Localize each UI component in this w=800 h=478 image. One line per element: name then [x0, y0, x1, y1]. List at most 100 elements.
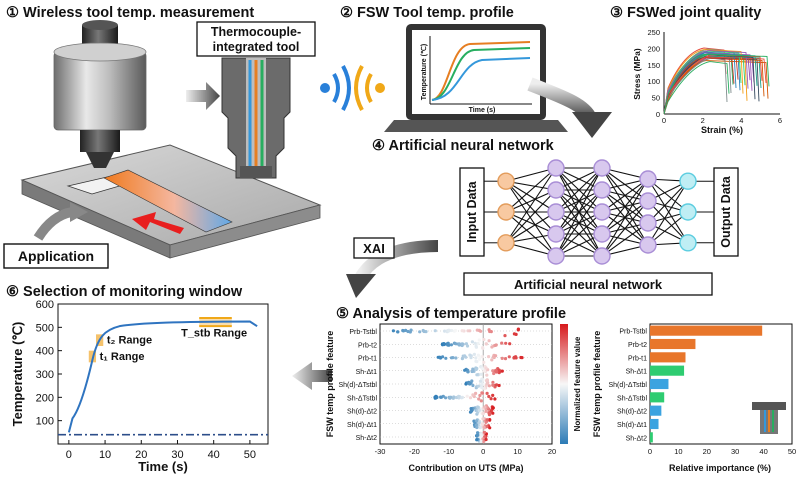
shap-dot: [460, 329, 464, 333]
shap-dot: [482, 439, 486, 443]
shap-feature-label: Prb-t1: [358, 356, 377, 363]
shap-dot: [418, 330, 422, 334]
temp-xtick: 0: [66, 449, 72, 461]
shap-dot: [482, 360, 486, 364]
section-title-ann: ④ Artificial neural network: [372, 138, 555, 154]
shap-dot: [474, 423, 478, 427]
tstb-range-label: T_stb Range: [181, 328, 247, 340]
shap-dot: [494, 369, 498, 373]
shap-dot: [484, 437, 488, 442]
shap-dot: [391, 329, 395, 333]
ann-edge: [555, 167, 603, 235]
importance-bar: [650, 405, 662, 416]
shap-chart-xlabel: Contribution on UTS (MPa): [409, 463, 524, 473]
importance-feature-label: Sh-ΔTstbl: [617, 395, 647, 402]
shap-dot: [491, 369, 495, 373]
xai-arrow: XAI: [346, 237, 439, 298]
ann-edge: [601, 200, 649, 257]
shap-dot: [504, 341, 508, 345]
shap-dot: [468, 382, 472, 386]
shap-dot: [491, 406, 495, 410]
shap-dot: [508, 342, 512, 346]
temp-ytick: 100: [36, 416, 54, 428]
shap-dot: [457, 342, 461, 346]
shap-dot: [474, 356, 478, 360]
shap-dot: [479, 372, 483, 376]
shap-dot: [480, 386, 484, 390]
importance-xtick: 50: [788, 447, 796, 456]
section-title-monitoring: ⑥ Selection of monitoring window: [6, 284, 243, 300]
shap-dot: [444, 396, 448, 400]
ann-node: [593, 225, 611, 243]
ann-node: [593, 181, 611, 199]
stress-ytick: 200: [647, 44, 660, 53]
shap-dot: [492, 371, 496, 376]
importance-bar: [650, 432, 653, 443]
ann-edge: [505, 180, 557, 235]
ann-edge: [601, 178, 649, 235]
output-data-box: [713, 167, 739, 257]
shap-dot: [484, 420, 488, 424]
ann-edge: [601, 178, 649, 257]
importance-xtick: 30: [731, 447, 739, 456]
section-title-analysis: ⑤ Analysis of temperature profile: [336, 306, 566, 322]
output-data-label: Output Data: [719, 175, 733, 248]
shap-dot: [490, 345, 494, 349]
shap-dot: [503, 334, 507, 338]
shap-dot: [469, 409, 473, 413]
shap-dot: [475, 433, 479, 437]
shap-xtick: -10: [443, 447, 454, 456]
shap-dot: [489, 397, 493, 401]
ann-edge: [555, 167, 603, 213]
temp-xtick: 40: [208, 449, 220, 461]
shap-dot: [487, 355, 491, 359]
shap-dot: [465, 344, 470, 348]
shap-dot: [470, 340, 474, 344]
shap-dot: [512, 332, 517, 336]
arrow-to-monitoring: [292, 362, 332, 390]
temp-ytick: 500: [36, 322, 54, 334]
shap-dot: [460, 357, 464, 361]
ann-edge: [647, 180, 689, 246]
application-box: [3, 243, 109, 269]
shap-dot: [480, 391, 485, 395]
importance-xtick: 20: [703, 447, 711, 456]
shap-dot: [516, 328, 520, 332]
shap-dot: [478, 393, 482, 398]
importance-bar: [650, 338, 696, 350]
shap-dot: [435, 395, 439, 399]
stress-chart-ylabel: Stress (MPa): [632, 48, 642, 100]
stress-ytick: 0: [656, 110, 660, 119]
shap-dot: [468, 329, 472, 333]
shap-dot: [406, 329, 410, 334]
shap-dot: [491, 393, 495, 397]
shap-feature-label: Sh-Δt1: [356, 369, 378, 376]
stress-curve: [663, 61, 730, 115]
temp-xtick: 10: [99, 449, 111, 461]
shap-dot: [471, 383, 475, 388]
shap-dot: [474, 391, 478, 395]
shap-dot: [485, 418, 489, 422]
shap-dot: [482, 386, 486, 390]
ann-node: [547, 225, 565, 243]
shap-dot: [497, 383, 501, 388]
ann-edge: [601, 178, 649, 213]
shap-dot: [476, 384, 480, 388]
shap-dot: [484, 379, 489, 383]
shap-dot: [475, 373, 479, 377]
ann-edge: [505, 211, 557, 257]
ann-node: [639, 236, 657, 254]
shap-dot: [473, 341, 477, 345]
stress-curve: [663, 60, 769, 115]
shap-dot: [475, 438, 479, 442]
shap-dot: [477, 408, 481, 413]
ann-edge: [647, 200, 689, 244]
shap-xtick: 0: [481, 447, 485, 456]
xai-label: XAI: [363, 241, 385, 256]
ann-node: [679, 172, 697, 190]
importance-bar: [650, 378, 669, 390]
temp-ytick: 200: [36, 392, 54, 404]
ann-node: [547, 159, 565, 177]
ann-label: Artificial neural network: [514, 277, 663, 292]
